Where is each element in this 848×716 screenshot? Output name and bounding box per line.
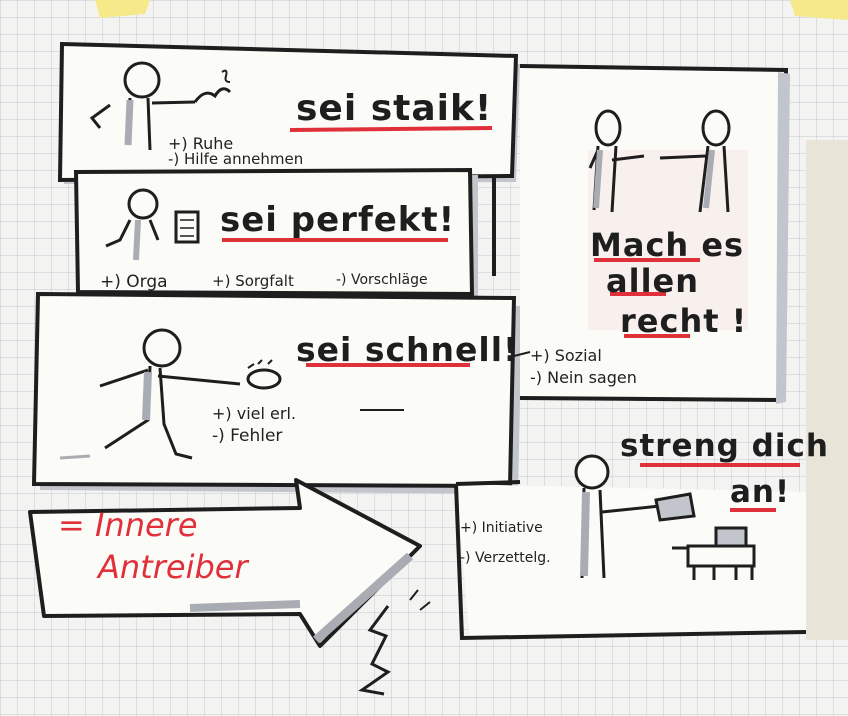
tape-top-left [95,0,150,18]
perfekt-pro-2: +) Sorgfalt [212,272,294,290]
streng-pro: +) Initiative [460,520,543,536]
arrow-label-innere: = Innere [58,506,198,544]
recht-con: -) Nein sagen [530,368,637,387]
title-an: an! [730,474,791,510]
running-figure-icon [59,328,404,460]
box-sei-perfekt [73,167,478,300]
schnell-con: -) Fehler [212,426,283,446]
title-allen: allen [606,262,700,300]
streng-con: -) Verzettelg. [460,550,551,566]
arrow-label-antreiber: Antreiber [98,548,248,586]
stark-pro: +) Ruhe [168,134,234,153]
lightning-icon [358,605,391,696]
title-streng-dich: streng dich [620,428,829,464]
arrow-innere-antreiber [28,478,431,696]
schnell-pro: +) viel erl. [212,404,296,423]
title-sei-stark: sei staik! [296,88,493,129]
title-mach-es: Mach es [590,226,745,264]
box-mach-es-allen-recht [513,64,790,404]
figure-carrying-boxes-icon [574,454,756,580]
stark-con: -) Hilfe annehmen [168,150,304,168]
box-streng-dich-an [454,454,807,641]
stick-figure-strong-icon [89,61,232,151]
stick-figure-perfect-icon [105,188,200,261]
box-sei-stark [57,41,520,184]
recht-pro: +) Sozial [530,346,602,365]
perfekt-con: -) Vorschläge [336,272,428,288]
title-sei-perfekt: sei perfekt! [220,200,456,240]
title-recht: recht ! [620,302,748,340]
two-figures-handshake-icon [588,109,731,213]
box-sei-schnell [31,291,522,494]
perfekt-pro-1: +) Orga [100,272,168,292]
title-sei-schnell: sei schnell! [296,330,520,369]
tape-top-right [790,0,848,20]
paper-shadow [806,140,848,640]
